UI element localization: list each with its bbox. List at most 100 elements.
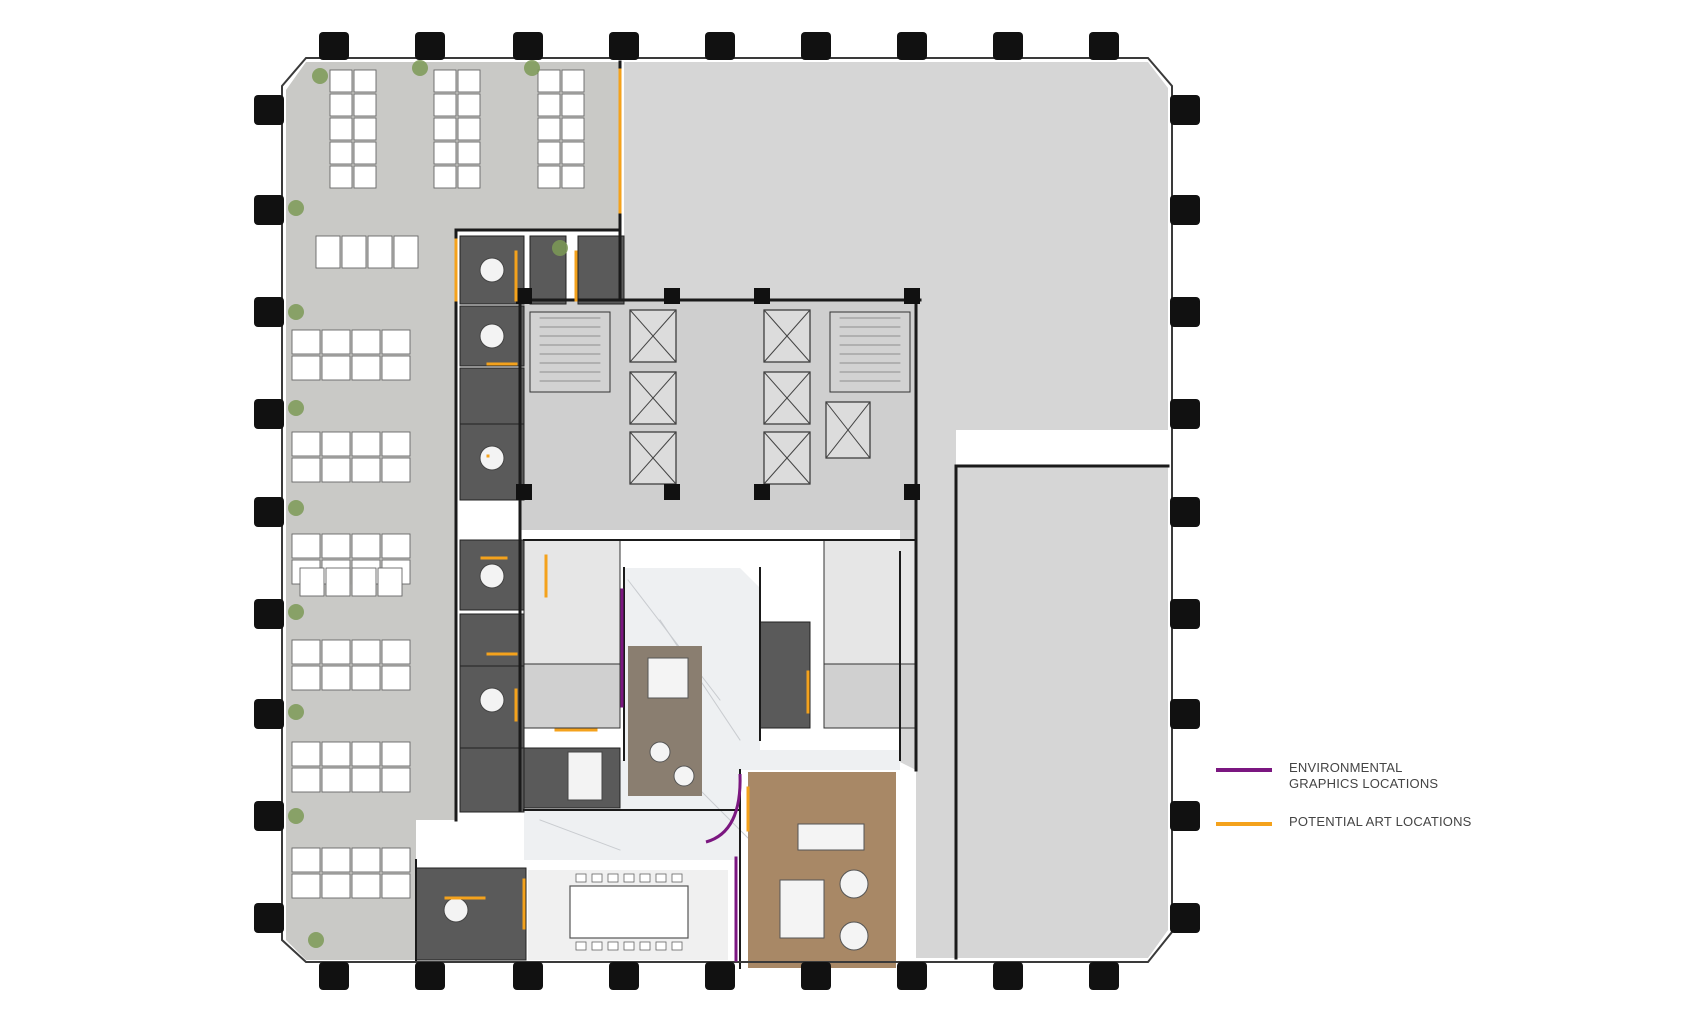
- planter: [412, 60, 428, 76]
- workstation-desk: [353, 93, 377, 117]
- private-office-carpet: [459, 747, 525, 813]
- planter: [524, 60, 540, 76]
- workstation-desk: [537, 69, 561, 93]
- stair-east: [829, 311, 911, 393]
- workstation-desk: [291, 665, 321, 691]
- planters: [288, 60, 568, 948]
- workstation-desk: [381, 329, 411, 355]
- private-office-carpet: [415, 867, 527, 961]
- column-right: [1170, 903, 1200, 933]
- workstation-desk: [291, 767, 321, 793]
- legend-label: POTENTIAL ART LOCATIONS: [1289, 814, 1472, 829]
- chair: [639, 941, 651, 951]
- workstation-desk: [321, 665, 351, 691]
- open-office-floor: [286, 62, 620, 960]
- workstation-desk: [291, 741, 321, 767]
- cafe-counter: [797, 823, 865, 851]
- column-left: [254, 195, 284, 225]
- restroom-east: [823, 539, 917, 665]
- workstation-desk: [325, 567, 351, 597]
- column-top: [897, 32, 927, 60]
- workstation-desk: [291, 873, 321, 899]
- chair: [575, 873, 587, 883]
- column-right: [1170, 699, 1200, 729]
- legend-item-environmental-graphics: ENVIRONMENTAL GRAPHICS LOCATIONS: [1216, 760, 1516, 800]
- lounge-table: [649, 741, 671, 763]
- workstation-desk: [321, 329, 351, 355]
- core-column: [904, 288, 920, 304]
- column-right: [1170, 195, 1200, 225]
- workstation-desk: [351, 639, 381, 665]
- cafe-wood-floor: [748, 772, 896, 968]
- workstation-desk: [561, 69, 585, 93]
- environmental-graphics-marker: [705, 773, 742, 844]
- tenant-shell-area: [624, 62, 1168, 958]
- workstation-desk: [537, 165, 561, 189]
- structural-columns: [254, 32, 1200, 990]
- chair: [591, 941, 603, 951]
- tenant-shell-upper: [624, 62, 1168, 958]
- workstation-desk: [321, 847, 351, 873]
- column-left: [254, 801, 284, 831]
- column-left: [254, 699, 284, 729]
- elevator-cross: [763, 431, 811, 485]
- walls: [281, 57, 1173, 969]
- restroom-west: [523, 539, 621, 665]
- workstation-desk: [341, 235, 367, 269]
- workstation-desk: [537, 117, 561, 141]
- reception-desk: [647, 657, 689, 699]
- workstation-desk: [457, 93, 481, 117]
- elevator-cross: [629, 309, 677, 363]
- column-bottom: [513, 962, 543, 990]
- open-office-area: [286, 62, 620, 960]
- planter: [288, 808, 304, 824]
- workstation-desk: [353, 165, 377, 189]
- legend-swatch-purple-line: [1216, 768, 1272, 772]
- column-top: [319, 32, 349, 60]
- legend-swatch-orange-line: [1216, 822, 1272, 826]
- column-top: [1089, 32, 1119, 60]
- workstation-desk: [351, 329, 381, 355]
- workstation-desk: [291, 533, 321, 559]
- column-bottom: [705, 962, 735, 990]
- legend: ENVIRONMENTAL GRAPHICS LOCATIONS POTENTI…: [1216, 760, 1516, 854]
- chair: [607, 873, 619, 883]
- workstation-desk: [433, 117, 457, 141]
- workstation-desk: [351, 431, 381, 457]
- workstation-desk: [561, 93, 585, 117]
- workstation-desks: [291, 69, 585, 899]
- office-table: [479, 687, 505, 713]
- workstation-desk: [381, 533, 411, 559]
- planter: [288, 304, 304, 320]
- workstation-desk: [291, 431, 321, 457]
- cafe-table: [779, 879, 825, 939]
- column-top: [993, 32, 1023, 60]
- workstation-desk: [457, 117, 481, 141]
- private-office-carpet: [459, 613, 525, 667]
- workstation-desk: [321, 767, 351, 793]
- column-right: [1170, 399, 1200, 429]
- workstation-desk: [351, 741, 381, 767]
- marble-reception-lobby: [524, 568, 900, 860]
- column-top: [415, 32, 445, 60]
- private-office-carpet: [459, 367, 525, 425]
- workstation-desk: [351, 847, 381, 873]
- core-column: [516, 288, 532, 304]
- office-table: [479, 323, 505, 349]
- workstation-desk: [291, 847, 321, 873]
- core-corridor: [520, 496, 916, 530]
- building-core: [520, 300, 918, 530]
- workstation-desk: [381, 431, 411, 457]
- column-right: [1170, 497, 1200, 527]
- workstation-desk: [457, 69, 481, 93]
- core-column: [516, 484, 532, 500]
- planter: [288, 500, 304, 516]
- workstation-desk: [433, 93, 457, 117]
- workstation-desk: [381, 873, 411, 899]
- restroom-west-vestibule: [523, 663, 621, 729]
- workstation-desk: [457, 165, 481, 189]
- workstation-desk: [299, 567, 325, 597]
- column-top: [513, 32, 543, 60]
- workstation-desk: [561, 117, 585, 141]
- workstation-desk: [381, 741, 411, 767]
